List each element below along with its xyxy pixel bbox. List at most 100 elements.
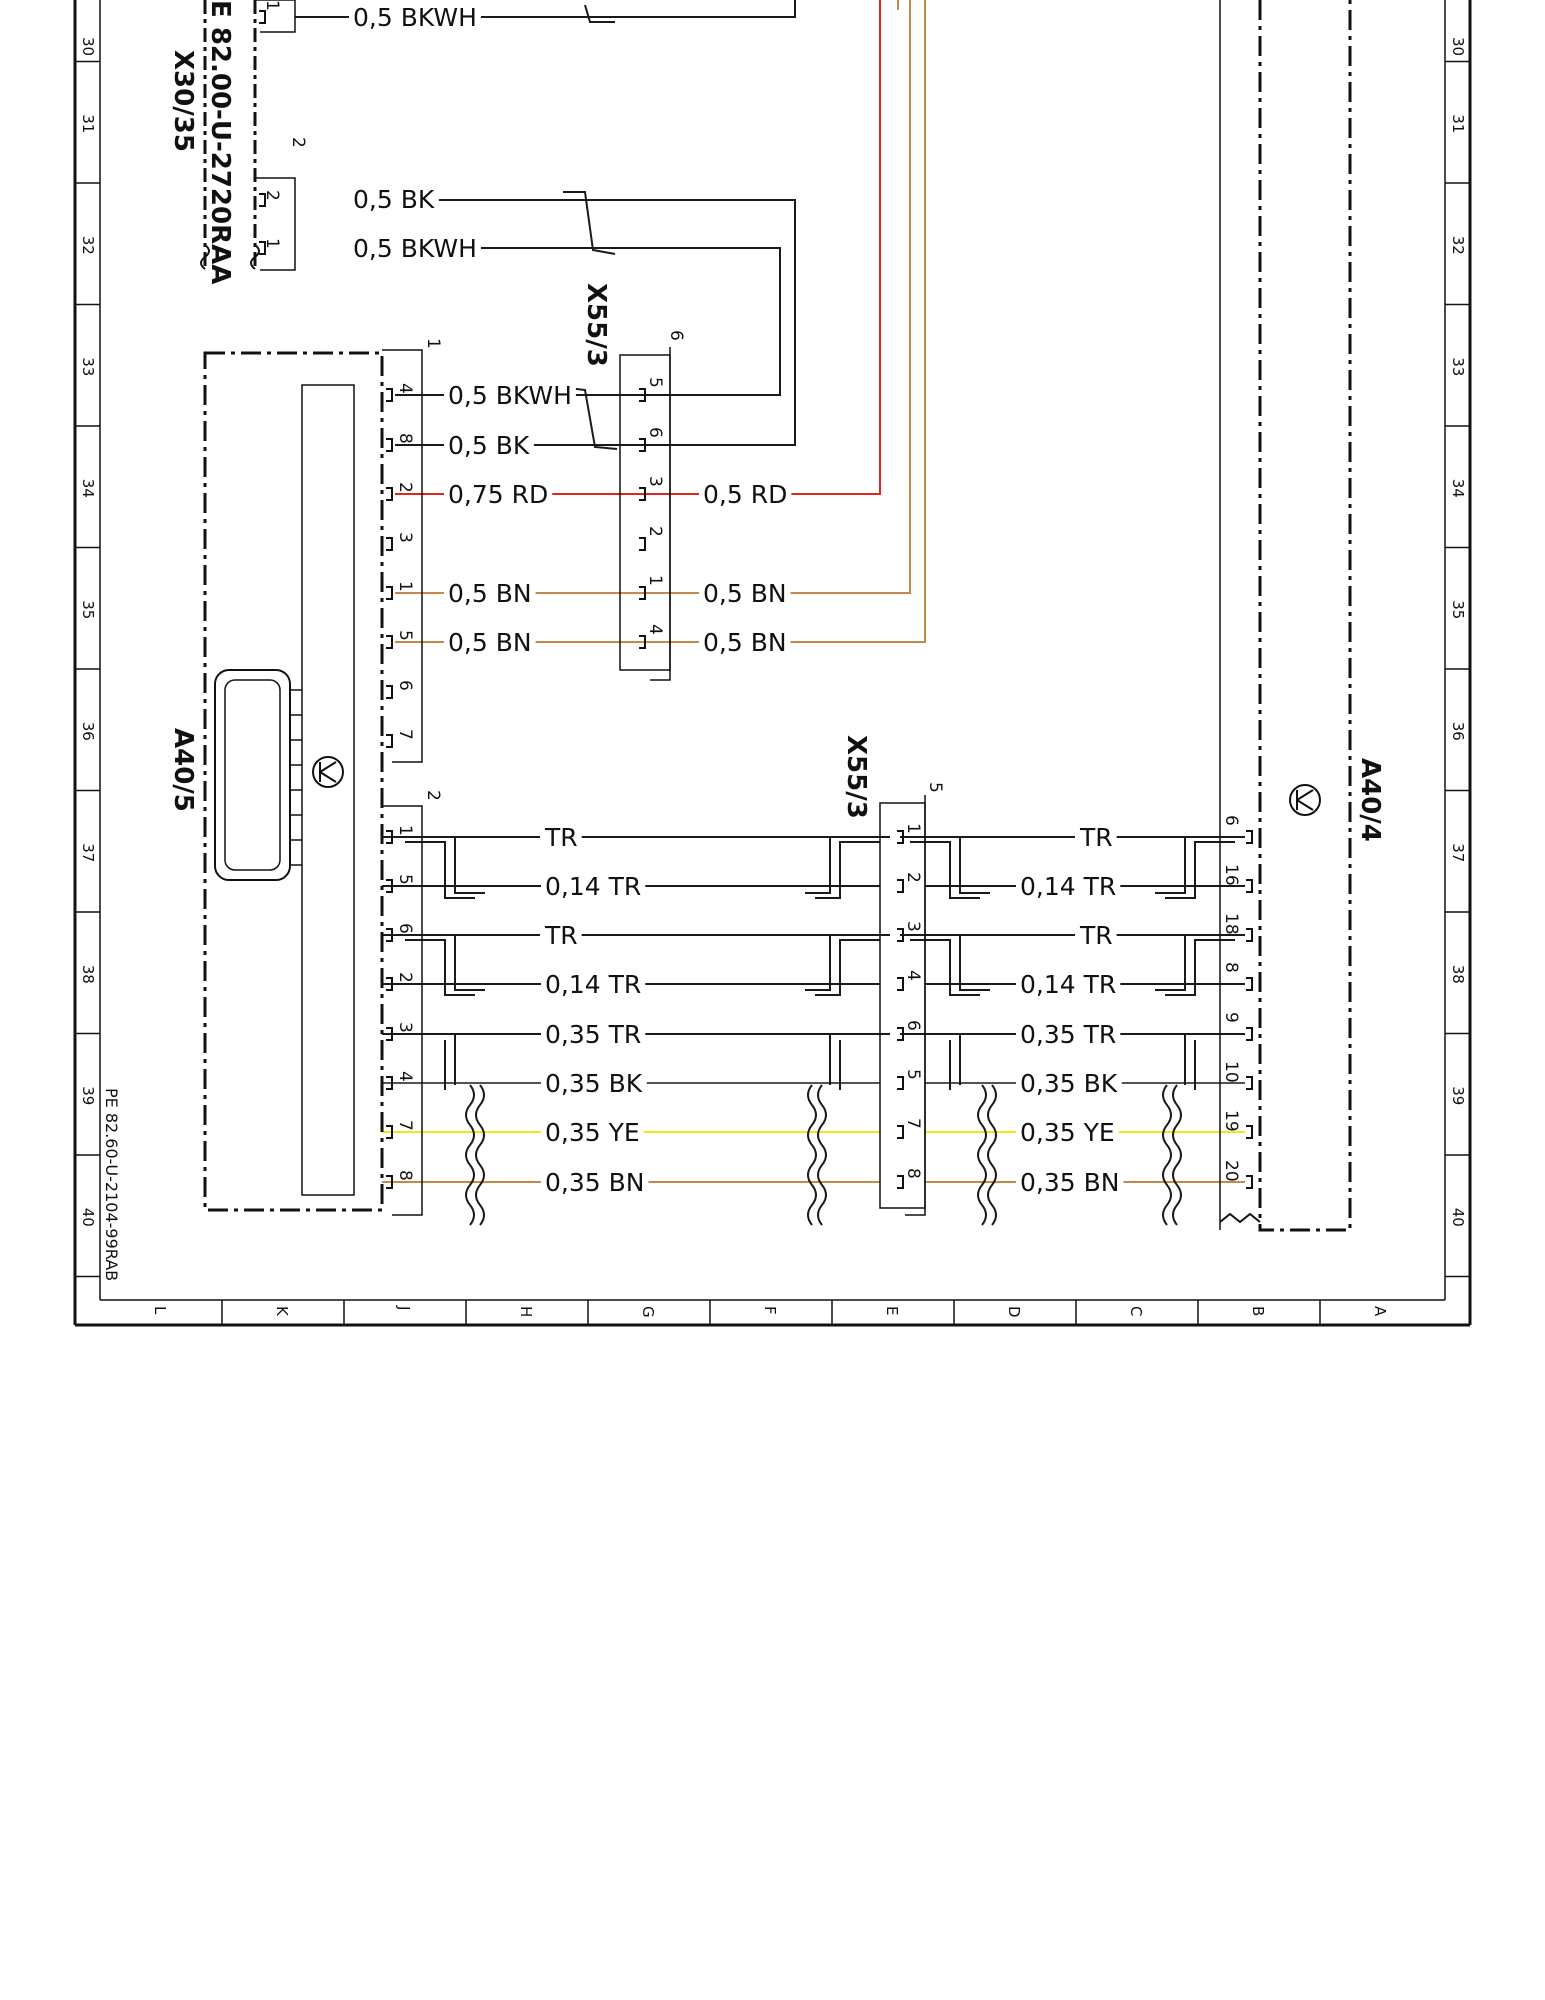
- pin-glyphs: [259, 10, 1253, 1189]
- column-letter: E: [883, 1306, 901, 1315]
- pin-icon: [897, 977, 904, 991]
- pin-icon: [639, 388, 646, 402]
- label-background: [1016, 1118, 1119, 1147]
- label-background: [699, 480, 792, 509]
- label-background: [1075, 921, 1117, 950]
- pin-icon: [897, 928, 904, 942]
- row-number: 30: [1449, 37, 1467, 56]
- pin-icon: [386, 977, 393, 991]
- pin-icon: [386, 1125, 393, 1139]
- pin-icon: [897, 1125, 904, 1139]
- x55-3-lower-connector: [879, 795, 926, 1216]
- label-background: [1016, 1020, 1121, 1049]
- wire-label: 0,14 TR: [545, 970, 641, 999]
- a40-4-label: A40/4: [1355, 758, 1385, 842]
- label-background: [699, 628, 791, 657]
- wire-label: 0,35 BK: [1020, 1069, 1118, 1098]
- connector-number: 2: [288, 137, 308, 148]
- pin-number: 4: [395, 383, 415, 394]
- wire-label: 0,14 TR: [1020, 872, 1116, 901]
- pin-icon: [639, 487, 646, 501]
- pin-number: 1: [903, 823, 923, 834]
- pin-icon: [1246, 1125, 1253, 1139]
- pin-number: 4: [903, 970, 923, 981]
- pin-number: 20: [1221, 1160, 1241, 1182]
- pin-icon: [386, 487, 393, 501]
- pin-icon: [259, 193, 266, 207]
- row-number: 34: [1449, 479, 1467, 498]
- pin-icon: [639, 586, 646, 600]
- x55-3-upper-label: X55/3: [581, 283, 611, 367]
- pin-icon: [897, 879, 904, 893]
- label-background: [444, 579, 536, 608]
- label-background: [699, 579, 791, 608]
- label-background: [349, 3, 481, 32]
- column-letter: J: [395, 1305, 413, 1310]
- row-number: 36: [79, 722, 97, 741]
- x30-35-connector: [200, 0, 296, 271]
- label-background: [444, 381, 576, 410]
- label-background: [444, 431, 534, 460]
- pin-icon: [1246, 830, 1253, 844]
- pin-icon: [1246, 1175, 1253, 1189]
- label-background: [1075, 823, 1117, 852]
- pin-number: 18: [1221, 913, 1241, 935]
- pin-icon: [639, 635, 646, 649]
- row-number: 32: [79, 236, 97, 255]
- pin-number: 2: [262, 190, 282, 201]
- connector-number: 5: [925, 782, 945, 793]
- label-background: [541, 970, 646, 999]
- label-background: [541, 1118, 644, 1147]
- pin-icon: [1246, 977, 1253, 991]
- pin-number: 2: [395, 972, 415, 983]
- wire-label: 0,14 TR: [545, 872, 641, 901]
- pin-number: 5: [395, 630, 415, 641]
- label-background: [541, 1069, 647, 1098]
- row-number: 38: [1449, 965, 1467, 984]
- pin-number: 2: [645, 526, 665, 537]
- label-background: [540, 921, 582, 950]
- pin-icon: [386, 586, 393, 600]
- pin-icon: [386, 537, 393, 551]
- a40-4-module: [1219, 0, 1352, 1232]
- wire-label: 0,5 BK: [353, 185, 435, 214]
- column-letter: L: [151, 1306, 169, 1315]
- pin-number: 8: [395, 433, 415, 444]
- pin-icon: [1246, 879, 1253, 893]
- pin-icon: [897, 1175, 904, 1189]
- pin-icon: [386, 830, 393, 844]
- pin-number: 6: [395, 680, 415, 691]
- row-number: 38: [79, 965, 97, 984]
- pin-icon: [1246, 928, 1253, 942]
- row-number: 36: [1449, 722, 1467, 741]
- pin-icon: [897, 1027, 904, 1041]
- x55-3-lower-label: X55/3: [841, 735, 871, 819]
- wire-label: TR: [544, 921, 578, 950]
- pin-icon: [386, 438, 393, 452]
- row-number: 30: [79, 37, 97, 56]
- frame: [73, 0, 1472, 1327]
- connector-number: 1: [423, 338, 443, 349]
- wire-label: 0,5 BN: [448, 628, 532, 657]
- pin-icon: [386, 685, 393, 699]
- pin-number: 1: [262, 238, 282, 249]
- column-letter: C: [1127, 1306, 1145, 1316]
- connector-number: 2: [423, 790, 443, 801]
- pin-number: 8: [395, 1170, 415, 1181]
- pin-icon: [386, 1175, 393, 1189]
- pin-number: 7: [395, 729, 415, 740]
- row-number: 33: [79, 357, 97, 376]
- label-background: [349, 185, 439, 214]
- row-number: 35: [79, 600, 97, 619]
- label-background: [1016, 970, 1121, 999]
- x30-35-ref-label: E 82.00-U-2720RAA: [205, 0, 235, 284]
- pin-number: 1: [395, 825, 415, 836]
- pin-number: 5: [645, 377, 665, 388]
- transistor-icon: [312, 756, 344, 788]
- pin-number: 10: [1221, 1061, 1241, 1083]
- pin-icon: [1246, 1076, 1253, 1090]
- column-letter: D: [1005, 1306, 1023, 1318]
- row-number: 37: [79, 843, 97, 862]
- pin-number: 2: [395, 482, 415, 493]
